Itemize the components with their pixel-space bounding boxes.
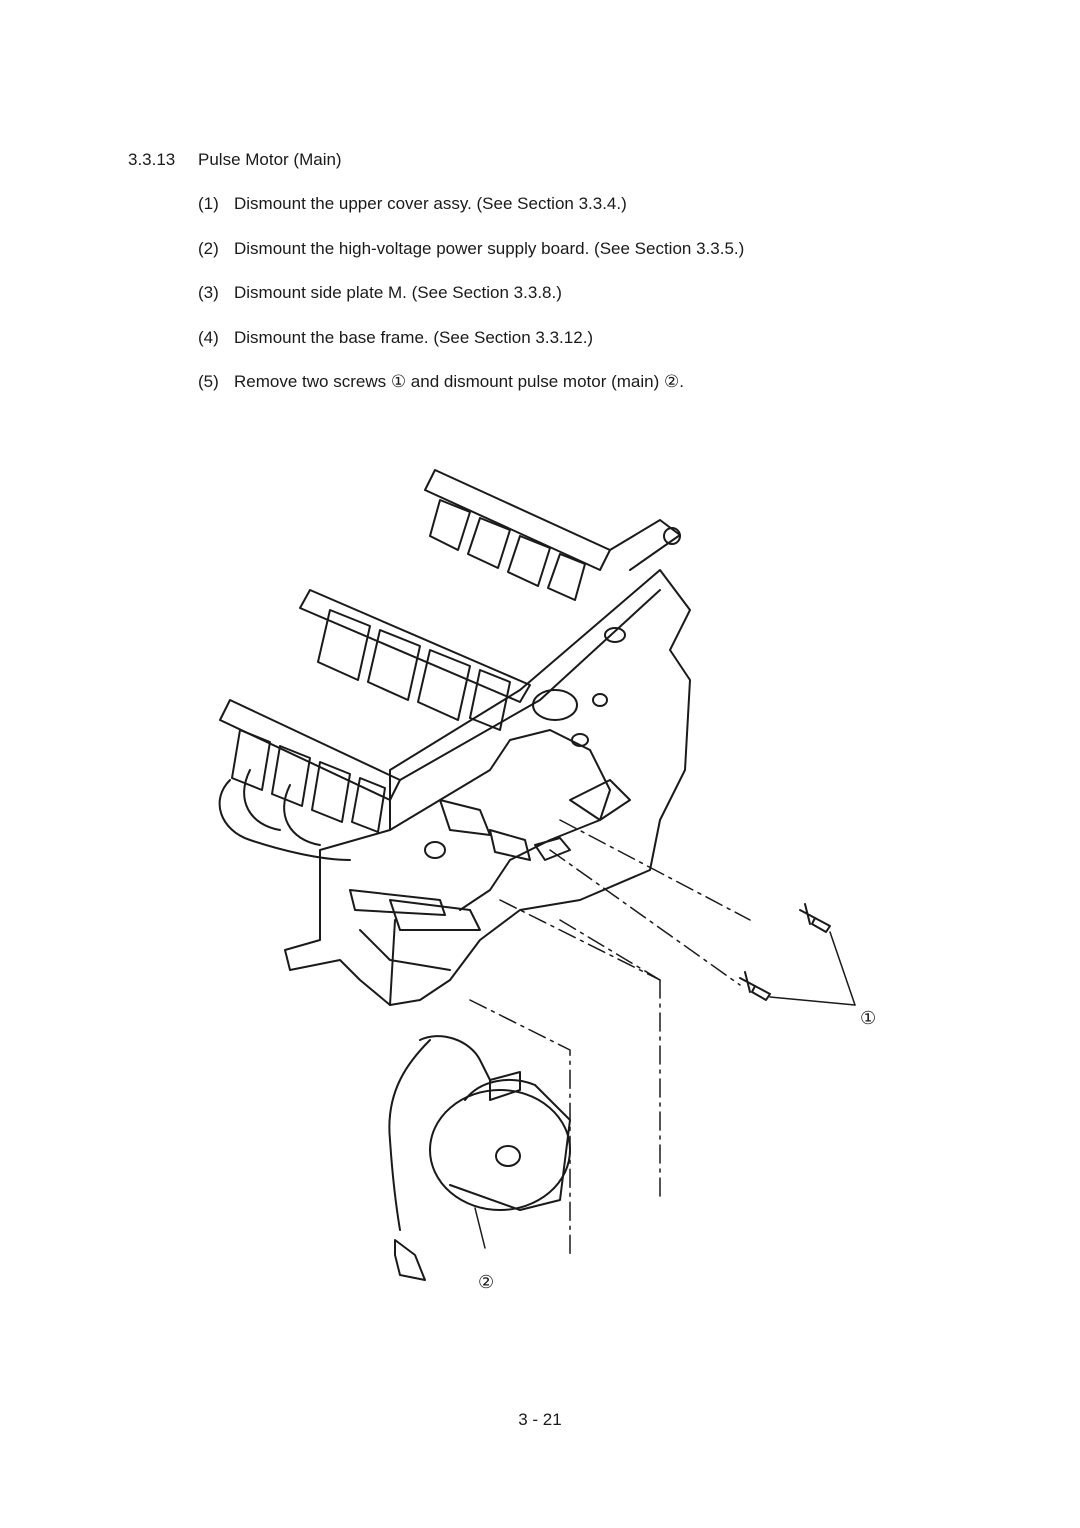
side-plate-frame <box>284 569 691 1006</box>
step-text: Dismount side plate M. (See Section 3.3.… <box>234 283 562 302</box>
step-number: (1) <box>198 194 219 213</box>
step-text: Dismount the upper cover assy. (See Sect… <box>234 194 627 213</box>
callout-2-pulse-motor: ② <box>478 1272 495 1292</box>
step-number: (4) <box>198 327 219 347</box>
step-item: (4) Dismount the base frame. (See Section… <box>198 328 744 373</box>
step-text: Dismount the base frame. (See Section 3.… <box>234 327 594 347</box>
step-text: Remove two screws ① and dismount pulse m… <box>234 372 684 391</box>
screw-lower <box>739 971 771 1001</box>
step-item: (2) Dismount the high-voltage power suppl… <box>198 239 744 284</box>
section-title: Pulse Motor (Main) <box>198 150 342 169</box>
exploded-view-drawing <box>218 469 856 1281</box>
middle-roller-assembly <box>299 589 531 731</box>
leader-line-2 <box>474 1207 486 1249</box>
step-item: (5) Remove two screws ① and dismount puls… <box>198 372 744 417</box>
step-list: (1) Dismount the upper cover assy. (See S… <box>198 194 744 417</box>
step-text: Dismount the high-voltage power supply b… <box>234 238 745 258</box>
upper-roller-assembly <box>424 469 681 601</box>
alignment-lines <box>469 819 751 1256</box>
page-number: 3 - 21 <box>518 1410 562 1429</box>
exploded-view-figure: ① ② <box>190 440 910 1320</box>
step-number: (2) <box>198 238 219 258</box>
section-number: 3.3.13 <box>128 150 176 169</box>
step-item: (3) Dismount side plate M. (See Section 3… <box>198 283 744 328</box>
section-heading: 3.3.13 Pulse Motor (Main) <box>128 150 342 170</box>
pulse-motor-drawing <box>388 1035 571 1281</box>
callout-1-screws: ① <box>860 1008 877 1028</box>
step-number: (3) <box>198 283 219 302</box>
step-item: (1) Dismount the upper cover assy. (See S… <box>198 194 744 239</box>
lower-roller-assembly <box>218 699 401 861</box>
screw-upper <box>799 903 831 933</box>
step-number: (5) <box>198 372 219 391</box>
leader-lines-1 <box>769 931 856 1006</box>
